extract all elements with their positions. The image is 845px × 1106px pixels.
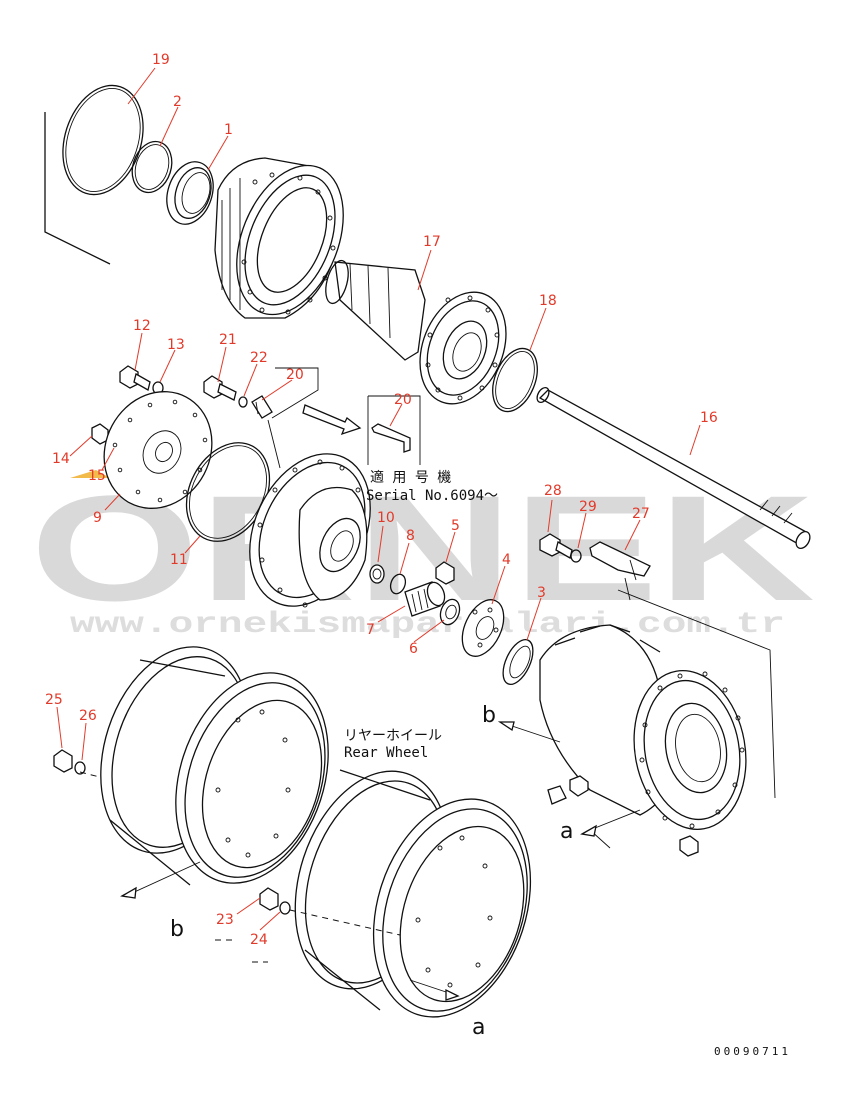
rear-wheel-label-jp: リヤーホイール [344, 728, 442, 744]
bolt-12 [119, 365, 151, 391]
callout-29: 29 [579, 499, 597, 515]
arrow-a-top-icon [580, 824, 597, 837]
washer-29 [570, 549, 582, 563]
callout-20-main: 20 [286, 367, 304, 383]
arrow-a-bottom-icon [445, 988, 460, 1001]
callout-1: 1 [224, 122, 233, 138]
callout-20-detail: 20 [394, 392, 412, 408]
callout-13: 13 [167, 337, 185, 353]
callout-8: 8 [406, 528, 415, 544]
callout-23: 23 [216, 912, 234, 928]
arrow-right-icon [302, 404, 362, 436]
letter-a-top: a [560, 819, 573, 844]
rim-upper [100, 646, 329, 886]
group-bracket-top [44, 112, 111, 265]
thrust-plate-4 [461, 599, 505, 657]
callout-3: 3 [537, 585, 546, 601]
bushing-10 [369, 564, 385, 584]
axle-shaft-16 [536, 386, 811, 550]
callout-28: 28 [544, 483, 562, 499]
callout-19: 19 [152, 52, 170, 68]
callout-12: 12 [133, 318, 151, 334]
callout-18: 18 [539, 293, 557, 309]
callout-27: 27 [632, 506, 650, 522]
cover-9 [103, 391, 213, 509]
o-ring-18 [492, 347, 538, 413]
wheel-hub [539, 624, 747, 857]
ring-gear-3 [502, 639, 534, 685]
callout-2: 2 [173, 94, 182, 110]
seal-1 [166, 161, 214, 225]
applicable-label-jp: 適 用 号 機 [370, 469, 451, 486]
o-ring-2 [131, 140, 173, 194]
arrow-a-top-line [589, 809, 641, 849]
snap-ring-8 [389, 573, 407, 595]
callout-4: 4 [502, 552, 511, 568]
leader-20-to-carrier [267, 419, 281, 469]
dashed-line-23 [215, 939, 268, 963]
arrow-b-bottom-icon [120, 886, 137, 899]
detail-box [367, 395, 421, 465]
washer-22 [238, 396, 248, 408]
arrow-b-bottom-line [129, 861, 201, 895]
callouts: 19 2 1 17 18 16 12 13 21 22 20 20 14 15 … [45, 52, 718, 948]
letter-b-bottom: b [170, 917, 184, 942]
o-ring-19 [62, 84, 144, 196]
callout-22: 22 [250, 350, 268, 366]
rim-lower [294, 769, 532, 1018]
callout-17: 17 [423, 234, 441, 250]
lock-plate-27 [589, 541, 651, 581]
arrow-b-top-line [511, 725, 561, 743]
washer-24 [279, 901, 291, 915]
washer-6 [439, 598, 461, 626]
planetary-carrier [249, 453, 371, 608]
callout-leaders [56, 67, 701, 931]
nut-25 [53, 749, 73, 773]
nut-23 [259, 887, 279, 911]
callout-21: 21 [219, 332, 237, 348]
callout-9: 9 [93, 510, 102, 526]
letter-b-top: b [482, 703, 496, 728]
watermark-accent-icon [70, 470, 110, 478]
bolt-21 [203, 375, 237, 401]
serial-number-label: Serial No.6094～ [366, 488, 498, 504]
dashed-line-24 [289, 909, 401, 936]
callout-10: 10 [377, 510, 395, 526]
rear-wheel-label-en: Rear Wheel [344, 745, 428, 761]
bracket-20 [271, 367, 319, 419]
arrow-b-top-icon [497, 721, 515, 732]
watermark-url: www.ornekismaparcalari.com.tr [70, 608, 785, 642]
callout-26: 26 [79, 708, 97, 724]
letter-a-bottom: a [472, 1015, 485, 1040]
callout-15: 15 [88, 468, 106, 484]
bolt-28 [539, 533, 573, 559]
callout-16: 16 [700, 410, 718, 426]
final-drive-housing [214, 157, 344, 319]
bearing-7 [404, 581, 446, 617]
document-number: 00090711 [714, 1045, 791, 1058]
axle-hub-17 [325, 259, 507, 405]
callout-25: 25 [45, 692, 63, 708]
callout-11: 11 [170, 552, 188, 568]
callout-14: 14 [52, 451, 70, 467]
lock-plate-20 [251, 395, 273, 419]
callout-7: 7 [366, 622, 375, 638]
callout-24: 24 [250, 932, 268, 948]
leader-27-hub [617, 577, 776, 799]
washer-26 [74, 761, 86, 775]
callout-6: 6 [409, 641, 418, 657]
callout-5: 5 [451, 518, 460, 534]
bolt-5 [435, 561, 455, 585]
